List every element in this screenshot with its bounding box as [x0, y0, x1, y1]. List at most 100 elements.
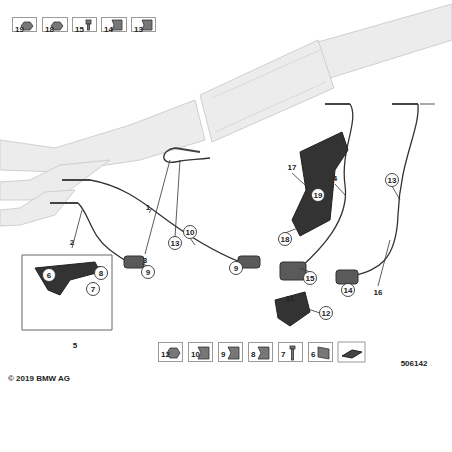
leader-line [49, 160, 400, 313]
callout-number: 18 [281, 235, 290, 244]
sensor-wire [90, 180, 240, 262]
copyright-note: © 2019 BMW AG [8, 374, 70, 383]
callout-circle [43, 269, 56, 282]
part-cell: 9 [218, 342, 243, 362]
arrow-icon-cell [338, 342, 365, 362]
part-group-frame [22, 255, 112, 330]
callout-circle [43, 174, 399, 320]
leader-line [190, 238, 195, 245]
wire-connector [336, 270, 358, 284]
fastener-icon [86, 20, 91, 24]
exhaust-pipe [318, 4, 452, 78]
leader-line [145, 160, 170, 254]
callout-circle [312, 189, 325, 202]
callout-circle [279, 233, 292, 246]
callout-number: 6 [309, 350, 315, 359]
arrow-icon-cell [342, 350, 362, 358]
wire-connector [124, 256, 144, 268]
exhaust-pipe [212, 50, 326, 132]
callout-number: 9 [234, 264, 238, 273]
wire-connector [280, 262, 306, 280]
oxygen-sensor [50, 202, 78, 204]
callout-number: 5 [73, 341, 77, 350]
fastener-icon [292, 349, 294, 360]
callout-number: 2 [70, 238, 74, 247]
callout-number: 17 [288, 163, 297, 172]
fastener-icon [228, 347, 239, 359]
fastener-icon [21, 20, 329, 360]
callout-circle [169, 237, 182, 250]
leader-line [378, 240, 390, 286]
leader-line [392, 186, 400, 200]
oxygen-sensor [175, 148, 200, 152]
callout-circle [230, 262, 243, 275]
fastener-icon [88, 24, 90, 30]
arrow-icon-cell [338, 342, 365, 362]
part-cell: 18 [42, 17, 68, 32]
sensor-wire [164, 148, 210, 162]
leader-line [285, 228, 298, 233]
callout-number: 14 [102, 25, 113, 34]
callout-circle [342, 284, 355, 297]
callout-number: 18 [43, 25, 54, 34]
callout-number: 13 [132, 25, 143, 34]
callout-number: 6 [47, 271, 51, 280]
callout-number: 10 [186, 228, 195, 237]
callout-number: 12 [159, 350, 170, 359]
callout-number: 3 [143, 256, 147, 265]
callout-circle [386, 174, 399, 187]
part-cell: 10 [188, 342, 213, 362]
leader-line [175, 160, 180, 237]
part-cell: 15 [72, 17, 97, 32]
exhaust-pipe [0, 190, 75, 226]
bracket [35, 262, 100, 295]
callout-circle [304, 272, 317, 285]
leader-line [305, 308, 320, 313]
callout-number: 14 [344, 286, 353, 295]
callout-number: 15 [306, 274, 315, 283]
callout-number: 19 [13, 25, 24, 34]
callout-number: 13 [171, 239, 180, 248]
oxygen-sensor [420, 103, 435, 105]
exhaust-pipe [0, 4, 452, 226]
leader-line [292, 173, 305, 185]
callout-number: 9 [146, 268, 150, 277]
fastener-icon [112, 20, 122, 30]
callout-number: 9 [219, 350, 225, 359]
part-cell: 7 [278, 342, 303, 362]
part-cell: 8 [248, 342, 273, 362]
exhaust-pipe [200, 40, 334, 142]
part-group-frame [22, 255, 112, 330]
copyright-note: 506142 [401, 359, 428, 368]
callout-number: 8 [249, 350, 255, 359]
bracket [292, 132, 348, 236]
fastener-icon [258, 347, 269, 359]
callout-number: 7 [279, 350, 285, 359]
fastener-icon [142, 20, 152, 30]
callout-circle [184, 226, 197, 239]
part-cell: 12 [158, 342, 183, 362]
leader-line [318, 175, 319, 189]
callout-number: 15 [73, 25, 84, 34]
wire-connector [124, 256, 358, 284]
callout-number: 19 [314, 191, 323, 200]
leader-line [290, 304, 291, 308]
callout-number: 7 [91, 285, 95, 294]
part-cell: 14 [101, 17, 127, 32]
sensor-wire [78, 104, 418, 278]
oxygen-sensor [392, 103, 418, 105]
callout-number: 12 [322, 309, 331, 318]
part-cell: 13 [131, 17, 156, 32]
callout-circle [142, 266, 155, 279]
callout-number: 13 [388, 176, 397, 185]
bracket [275, 292, 310, 326]
callout-circle [320, 307, 333, 320]
oxygen-sensor [62, 179, 90, 181]
callout-number: 10 [189, 350, 200, 359]
callout-circle [95, 267, 108, 280]
part-cell: 6 [308, 342, 333, 362]
callout-number: 1 [146, 203, 150, 212]
fastener-icon [318, 347, 329, 359]
